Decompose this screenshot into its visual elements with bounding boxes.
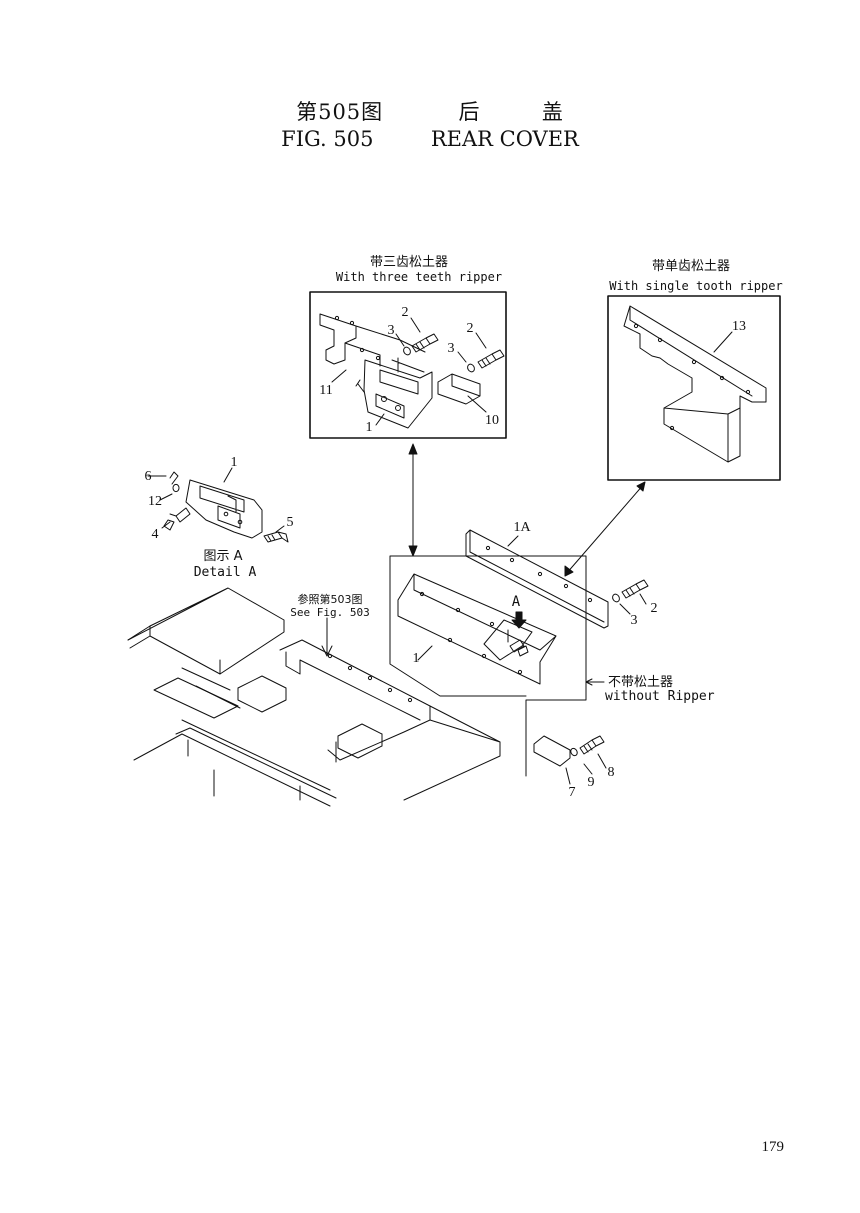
bracket-part-11 — [319, 313, 426, 367]
reference-arrows — [408, 443, 646, 577]
callout-part-1-inset: 1 — [366, 420, 373, 435]
label-detail-a-cn: 图示 A — [203, 549, 242, 564]
washer-part-9 — [570, 747, 578, 757]
cover-part-1-inset — [363, 357, 433, 429]
callout-part-3-inset-a: 3 — [388, 323, 395, 338]
pin-part-6 — [169, 471, 179, 485]
spring-part-4 — [163, 519, 175, 531]
callout-part-1a: 1A — [513, 520, 531, 535]
inset-frame-single-tooth — [607, 295, 781, 481]
plate-part-10 — [437, 373, 481, 405]
callout-part-2-main: 2 — [651, 601, 658, 616]
machine-rear-body: 参照第503图 See Fig. 503 — [127, 587, 501, 807]
callout-part-8: 8 — [608, 765, 615, 780]
label-see-fig-cn: 参照第503图 — [298, 592, 363, 606]
inset-frame-three-teeth — [309, 291, 507, 439]
callout-part-12: 12 — [148, 494, 162, 509]
washer-part-12 — [172, 483, 180, 493]
callout-part-11: 11 — [319, 383, 332, 398]
detail-a: 1 6 12 4 5 图示 A Detail A — [145, 455, 294, 580]
bolt-part-2-inset-a — [411, 333, 439, 353]
washer-part-3-inset-a — [403, 346, 411, 356]
label-three-teeth-en: With three teeth ripper — [336, 270, 502, 284]
figure-name-chinese-2: 盖 — [541, 100, 564, 124]
without-ripper-group: A 1A 1 2 3 7 9 8 不带松土器 without Ripper — [389, 520, 715, 800]
figure-title-chinese: 第505图 后 盖 — [0, 96, 860, 126]
callout-part-5: 5 — [287, 515, 294, 530]
washer-part-3-main — [612, 593, 620, 603]
label-single-tooth-cn: 带单齿松土器 — [652, 259, 730, 274]
cover-part-13 — [623, 305, 767, 463]
figure-name-chinese-1: 后 — [458, 100, 481, 124]
bolt-part-8 — [579, 735, 605, 755]
label-view-a: A — [512, 594, 521, 610]
label-detail-a-en: Detail A — [194, 565, 257, 580]
callout-part-2-inset-a: 2 — [402, 305, 409, 320]
label-without-ripper-en: without Ripper — [605, 689, 715, 704]
label-without-ripper-cn: 不带松土器 — [608, 675, 673, 690]
page-number: 179 — [761, 1139, 785, 1155]
figure-number-english: FIG. 505 — [281, 127, 374, 151]
arrow-to-single-tooth-inset — [565, 483, 645, 575]
callout-part-6: 6 — [145, 469, 152, 484]
plate-part-7 — [533, 735, 571, 767]
figure-title-english: FIG. 505 REAR COVER — [0, 127, 860, 151]
callout-part-3-inset-b: 3 — [448, 341, 455, 356]
callout-part-9: 9 — [588, 775, 595, 790]
figure-name-english: REAR COVER — [430, 127, 579, 151]
figure-number-chinese: 第505图 — [296, 100, 384, 124]
callout-part-1-main: 1 — [413, 651, 420, 666]
callout-part-3-main: 3 — [631, 613, 638, 628]
bolt-part-5 — [263, 531, 289, 543]
cover-part-1a — [465, 529, 609, 629]
callout-part-4: 4 — [152, 527, 159, 542]
label-single-tooth-en: With single tooth ripper — [609, 279, 782, 293]
callout-part-1-detail: 1 — [231, 455, 238, 470]
cover-part-1-main — [397, 573, 557, 685]
bolt-part-2-inset-b — [477, 349, 505, 369]
view-arrow-a — [511, 611, 527, 629]
callout-part-7: 7 — [569, 785, 576, 800]
cover-part-1-detail — [185, 479, 263, 539]
label-see-fig-en: See Fig. 503 — [290, 606, 369, 619]
bracket-attachment — [509, 639, 529, 657]
inset-three-teeth-ripper: 带三齿松土器 With three teeth ripper — [309, 255, 507, 439]
callout-part-2-inset-b: 2 — [467, 321, 474, 336]
callout-part-13: 13 — [732, 319, 746, 334]
washer-part-3-inset-b — [467, 363, 475, 373]
label-three-teeth-cn: 带三齿松土器 — [370, 255, 448, 270]
callout-part-10: 10 — [485, 413, 499, 428]
inset-single-tooth-ripper: 带单齿松土器 With single tooth ripper 13 — [607, 259, 783, 481]
bolt-part-2-main — [621, 579, 649, 599]
